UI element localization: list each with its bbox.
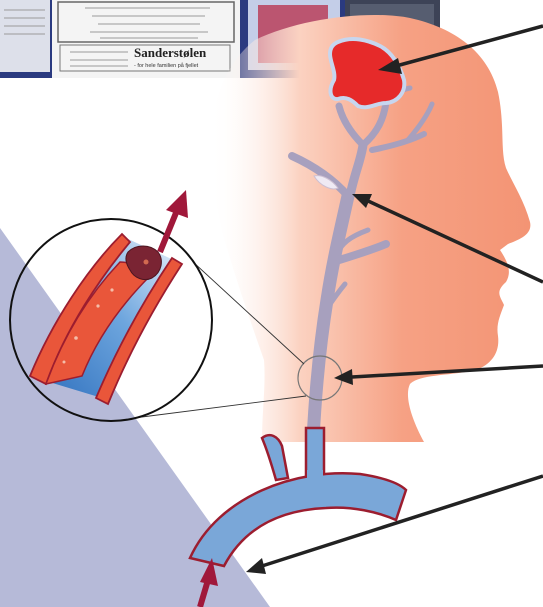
clipping-headline: Sanderstølen [134, 45, 207, 60]
aortic-arch [190, 428, 406, 566]
aorta-joint [307, 470, 323, 484]
clipping-subline: - for hele familien på fjellet [134, 62, 199, 69]
